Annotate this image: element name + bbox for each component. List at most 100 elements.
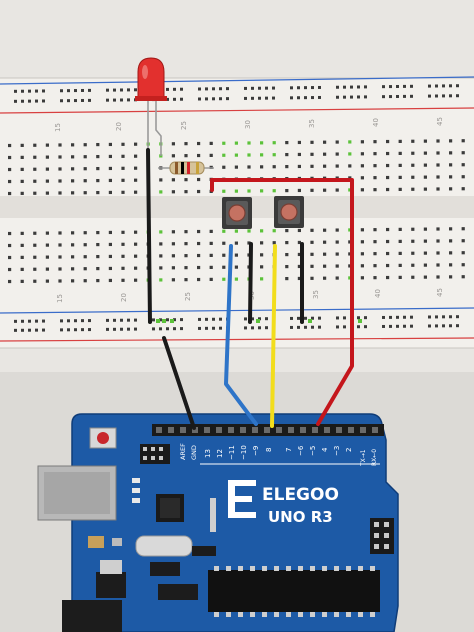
strip-hole <box>285 276 289 281</box>
smd-component <box>112 538 122 546</box>
strip-hole <box>423 151 427 155</box>
strip-hole <box>121 154 125 158</box>
strip-hole <box>83 279 87 283</box>
rail-hole <box>304 96 307 100</box>
wire-button1-pin9[interactable] <box>224 244 258 426</box>
column-label: 35 <box>308 119 316 128</box>
wire-5v-pin5[interactable] <box>210 178 354 426</box>
strip-hole <box>71 231 75 235</box>
rail-hole <box>127 318 130 322</box>
strip-hole <box>121 230 125 234</box>
strip-hole <box>461 275 465 279</box>
rail-hole <box>134 327 137 331</box>
rail-hole <box>403 324 406 328</box>
rail-hole <box>42 99 45 103</box>
column-label: 30 <box>244 120 252 129</box>
header-pin <box>348 427 354 433</box>
strip-hole <box>285 228 289 233</box>
strip-hole <box>171 230 175 234</box>
board-led <box>132 488 140 493</box>
strip-hole <box>272 189 276 193</box>
strip-hole <box>184 178 188 182</box>
strip-hole <box>436 239 440 243</box>
strip-hole <box>335 164 339 168</box>
strip-hole <box>45 191 49 195</box>
rail-hole <box>343 95 346 99</box>
voltage-regulator <box>96 572 126 598</box>
wire-ground-arduino[interactable] <box>162 336 196 430</box>
wire-button1-ground[interactable] <box>248 242 253 324</box>
strip-hole <box>234 141 238 145</box>
mcu-pin <box>274 566 279 571</box>
mcu-pin <box>310 566 315 571</box>
strip-hole <box>108 166 112 171</box>
strip-hole <box>20 143 24 147</box>
rail-hole <box>265 86 268 90</box>
header-pin <box>312 427 318 433</box>
rail-hole <box>212 317 215 321</box>
strip-hole <box>285 188 289 193</box>
rail-hole <box>258 86 261 90</box>
rail-hole <box>364 85 367 89</box>
strip-hole <box>335 252 339 256</box>
push-button-1[interactable] <box>222 197 252 229</box>
rail-hole <box>173 87 176 91</box>
strip-hole <box>222 229 226 233</box>
strip-hole <box>58 267 62 271</box>
strip-hole <box>58 231 62 235</box>
model-name: UNO R3 <box>268 508 333 526</box>
strip-hole <box>159 178 163 182</box>
strip-hole <box>209 277 213 281</box>
strip-hole <box>234 241 238 245</box>
rail-hole <box>435 84 438 88</box>
pin-label: 4 <box>321 447 329 452</box>
strip-hole <box>171 254 175 258</box>
rail-hole <box>113 327 116 331</box>
strip-hole <box>20 267 24 271</box>
pin-label: 13 <box>204 449 212 458</box>
strip-hole <box>423 227 427 231</box>
rail-hole <box>42 89 45 93</box>
strip-hole <box>348 252 352 256</box>
rail-hole-highlight <box>170 319 174 323</box>
rail-hole <box>410 324 413 328</box>
strip-hole <box>260 141 264 145</box>
strip-hole <box>108 254 112 259</box>
wire-button2-pin8[interactable] <box>270 244 277 428</box>
strip-hole <box>45 155 49 159</box>
strip-hole <box>386 139 390 144</box>
strip-hole <box>159 190 163 194</box>
led-highlight <box>142 65 148 79</box>
header-pin <box>360 427 366 433</box>
strip-hole <box>461 139 465 143</box>
strip-hole <box>436 275 440 279</box>
strip-hole <box>197 229 201 234</box>
rail-hole <box>389 85 392 89</box>
strip-hole <box>285 240 289 245</box>
rail-hole <box>42 319 45 323</box>
rail-hole <box>410 84 413 88</box>
mcu-pin <box>286 566 291 571</box>
reset-button[interactable] <box>97 432 109 444</box>
wire-ground-led[interactable] <box>146 148 152 324</box>
rail-hole <box>81 319 84 323</box>
rail-hole <box>449 94 452 98</box>
rail-hole <box>60 99 63 103</box>
rail-hole <box>442 84 445 88</box>
rail-hole <box>28 99 31 103</box>
rail-hole <box>251 326 254 330</box>
rail-hole <box>350 85 353 89</box>
strip-hole <box>20 279 24 283</box>
strip-hole <box>398 139 402 143</box>
strip-hole <box>272 153 276 157</box>
push-button-2[interactable] <box>274 196 304 228</box>
header-pin <box>192 427 198 433</box>
column-label: 20 <box>115 122 123 131</box>
strip-hole <box>197 241 201 246</box>
strip-hole <box>121 190 125 194</box>
rail-hole <box>74 328 77 332</box>
strip-hole <box>20 243 24 247</box>
rail-hole <box>265 96 268 100</box>
rail-hole <box>251 96 254 100</box>
mcu-pin <box>346 566 351 571</box>
